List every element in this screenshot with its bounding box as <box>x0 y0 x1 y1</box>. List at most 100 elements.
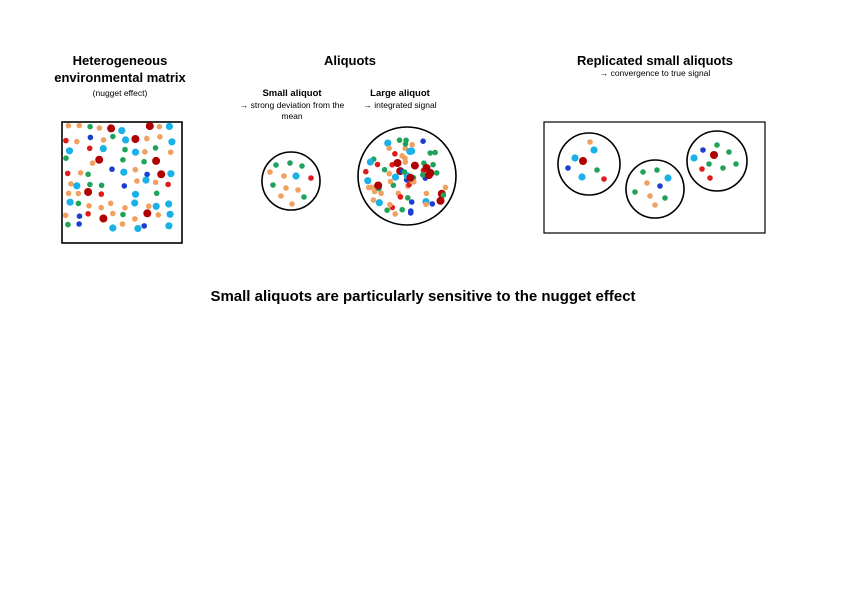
dark-red-particle <box>107 124 116 133</box>
orange-particle <box>442 184 449 191</box>
green-particle <box>401 169 408 175</box>
red-particle <box>601 176 607 182</box>
light-blue-particle <box>690 154 698 162</box>
dark-blue-particle <box>121 183 128 189</box>
green-particle <box>654 167 660 173</box>
dark-blue-particle <box>565 165 571 171</box>
light-blue-particle <box>120 168 128 176</box>
green-particle <box>706 161 712 167</box>
small-aliquot-panel <box>261 151 321 211</box>
dark-red-particle <box>410 161 419 170</box>
red-particle <box>397 194 404 200</box>
large-aliquot-title: Large aliquot <box>370 88 430 99</box>
light-blue-particle <box>375 199 383 207</box>
conclusion-text: Small aliquots are particularly sensitiv… <box>210 288 636 305</box>
light-blue-particle <box>590 146 598 154</box>
green-particle <box>301 194 307 200</box>
red-particle <box>699 166 705 172</box>
orange-particle <box>98 204 104 211</box>
replicate-circle-1 <box>557 132 621 196</box>
light-blue-particle <box>165 222 173 230</box>
dark-blue-particle <box>76 221 82 227</box>
light-blue-particle <box>99 145 107 153</box>
red-particle <box>98 191 105 197</box>
small-aliquot-circle <box>261 151 321 211</box>
dark-red-particle <box>406 173 415 182</box>
orange-particle <box>107 200 114 207</box>
orange-particle <box>96 125 103 131</box>
green-particle <box>405 195 411 201</box>
orange-particle <box>365 184 372 191</box>
dark-red-particle <box>393 159 402 167</box>
replicate-circle-3 <box>686 130 748 192</box>
orange-particle <box>281 173 287 179</box>
green-particle <box>399 206 406 213</box>
orange-particle <box>74 138 80 145</box>
light-blue-particle <box>364 177 372 185</box>
orange-particle <box>65 190 72 197</box>
light-blue-particle <box>65 147 74 155</box>
orange-particle <box>62 212 69 219</box>
small-aliquot-title: Small aliquot <box>262 88 322 99</box>
orange-particle <box>155 212 162 218</box>
orange-particle <box>371 188 378 195</box>
light-blue-particle <box>152 202 160 210</box>
green-particle <box>433 170 440 176</box>
light-blue-particle <box>391 173 400 181</box>
large-aliquot-circle <box>357 126 457 226</box>
dark-blue-particle <box>408 199 415 205</box>
green-particle <box>390 182 397 189</box>
orange-particle <box>76 122 83 129</box>
dark-blue-particle <box>657 183 663 189</box>
replicated-panel <box>543 121 766 234</box>
dark-red-particle <box>95 155 104 164</box>
red-particle <box>85 211 91 217</box>
green-particle <box>287 160 293 166</box>
large-aliquot-desc: → integrated signal <box>363 100 437 110</box>
dark-red-particle <box>425 171 433 179</box>
orange-particle <box>370 197 377 203</box>
green-particle <box>120 157 126 163</box>
dark-red-particle <box>152 156 161 165</box>
light-blue-particle <box>578 173 586 181</box>
dark-red-particle <box>710 151 718 159</box>
green-particle <box>122 146 128 153</box>
green-particle <box>640 169 646 175</box>
light-blue-particle <box>134 224 142 233</box>
replicated-subtitle: → convergence to true signal <box>599 68 711 78</box>
dark-blue-particle <box>407 210 414 216</box>
red-particle <box>707 175 713 181</box>
orange-particle <box>278 193 284 199</box>
dark-red-particle <box>143 209 152 218</box>
dark-red-particle <box>157 170 166 179</box>
green-particle <box>632 189 638 195</box>
dark-red-particle <box>145 122 154 131</box>
orange-particle <box>68 181 74 187</box>
green-particle <box>152 145 159 151</box>
small-aliquot-desc: → strong deviation from the mean <box>239 100 345 121</box>
orange-particle <box>142 149 148 155</box>
orange-particle <box>146 203 152 209</box>
dark-blue-particle <box>429 201 436 207</box>
light-blue-particle <box>168 138 176 146</box>
green-particle <box>270 182 276 188</box>
light-blue-particle <box>122 136 130 144</box>
orange-particle <box>386 145 393 151</box>
green-particle <box>98 182 105 189</box>
orange-particle <box>423 201 429 208</box>
orange-particle <box>387 201 393 208</box>
dark-red-particle <box>579 157 587 165</box>
orange-particle <box>132 216 138 222</box>
orange-particle <box>157 134 163 140</box>
light-blue-particle <box>131 199 139 207</box>
green-particle <box>714 142 720 148</box>
orange-particle <box>652 202 658 208</box>
green-particle <box>153 190 160 197</box>
light-blue-particle <box>571 154 579 162</box>
orange-particle <box>89 160 96 166</box>
green-particle <box>440 192 447 198</box>
green-particle <box>87 181 93 188</box>
green-particle <box>65 221 71 228</box>
light-blue-particle <box>142 176 150 184</box>
orange-particle <box>392 211 399 217</box>
